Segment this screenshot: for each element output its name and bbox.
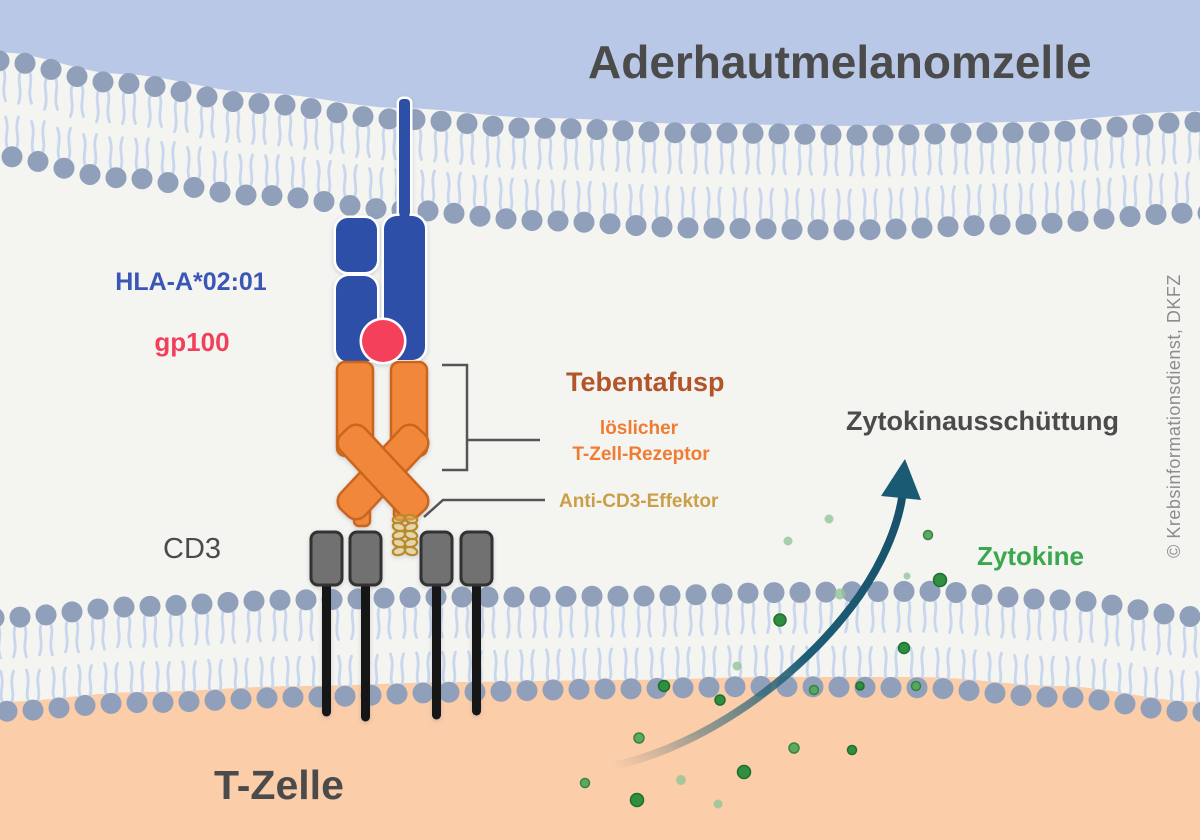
t-cell-membrane	[0, 580, 1200, 723]
cytokine-dot	[932, 572, 948, 588]
cytokine-dot	[736, 764, 752, 780]
cytokines-label: Zytokine	[977, 541, 1084, 571]
cytokine-release-label: Zytokinausschüttung	[846, 406, 1119, 436]
cytokine-dot	[773, 613, 787, 627]
cytokine-dot	[910, 680, 922, 692]
cytokine-dot	[897, 641, 911, 655]
hla-stem-junction	[399, 212, 410, 234]
cd3-subunit	[309, 530, 344, 587]
cd3-subunit	[348, 530, 383, 587]
cd3-subunit	[459, 530, 494, 587]
t-cell-label: T-Zelle	[214, 762, 344, 808]
cytokine-dot	[714, 694, 726, 706]
anti-cd3-effector-label: Anti-CD3-Effektor	[559, 491, 719, 512]
tebentafusp-bracket	[442, 363, 469, 472]
soluble-tcr-label-line1: löslicher	[600, 418, 679, 439]
cytokine-dot	[922, 529, 934, 541]
tcr-cross-left	[336, 423, 430, 521]
connectors	[423, 363, 545, 518]
credit-label: © Krebsinformationsdienst, DKFZ	[1164, 274, 1184, 558]
t-cell-region	[0, 677, 1200, 840]
cytokine-dot	[579, 777, 591, 789]
cytokine-dots	[579, 514, 948, 809]
cytokine-dot	[903, 572, 911, 580]
molecule-complex	[309, 96, 494, 722]
cytokine-dot	[788, 742, 800, 754]
cytokine-dot	[657, 679, 671, 693]
anti-cd3-pointer-line	[423, 498, 545, 518]
cytokine-dot	[713, 799, 723, 809]
hla-alpha1-domain	[333, 215, 380, 275]
cytokine-dot	[783, 536, 793, 546]
cytokine-dot	[676, 775, 686, 785]
cytokine-dot	[824, 514, 834, 524]
gp100-peptide	[359, 317, 407, 365]
gp100-label: gp100	[154, 327, 229, 357]
cytokine-dot	[633, 732, 645, 744]
soluble-tcr-label-line2: T-Zell-Rezeptor	[572, 444, 710, 465]
cd3-label: CD3	[163, 533, 221, 565]
melanoma-cell-region	[0, 0, 1200, 126]
cytokine-dot	[808, 684, 820, 696]
cytokine-dot	[629, 792, 645, 808]
cytokine-dot	[855, 681, 865, 691]
cytokine-dot	[834, 588, 846, 600]
anti-cd3-coil	[391, 513, 419, 557]
cytokine-arrowhead	[881, 459, 921, 500]
cytokine-dot	[846, 744, 858, 756]
cytokine-arrow-shaft	[608, 494, 906, 770]
hla-label: HLA-A*02:01	[115, 268, 267, 296]
cytokine-arrow	[608, 459, 921, 770]
cd3-subunit	[419, 530, 454, 587]
cytokine-dot	[732, 661, 742, 671]
melanoma-cell-label: Aderhautmelanomzelle	[588, 36, 1092, 88]
tebentafusp-label: Tebentafusp	[566, 367, 725, 397]
melanoma-cell-membrane	[0, 50, 1200, 241]
